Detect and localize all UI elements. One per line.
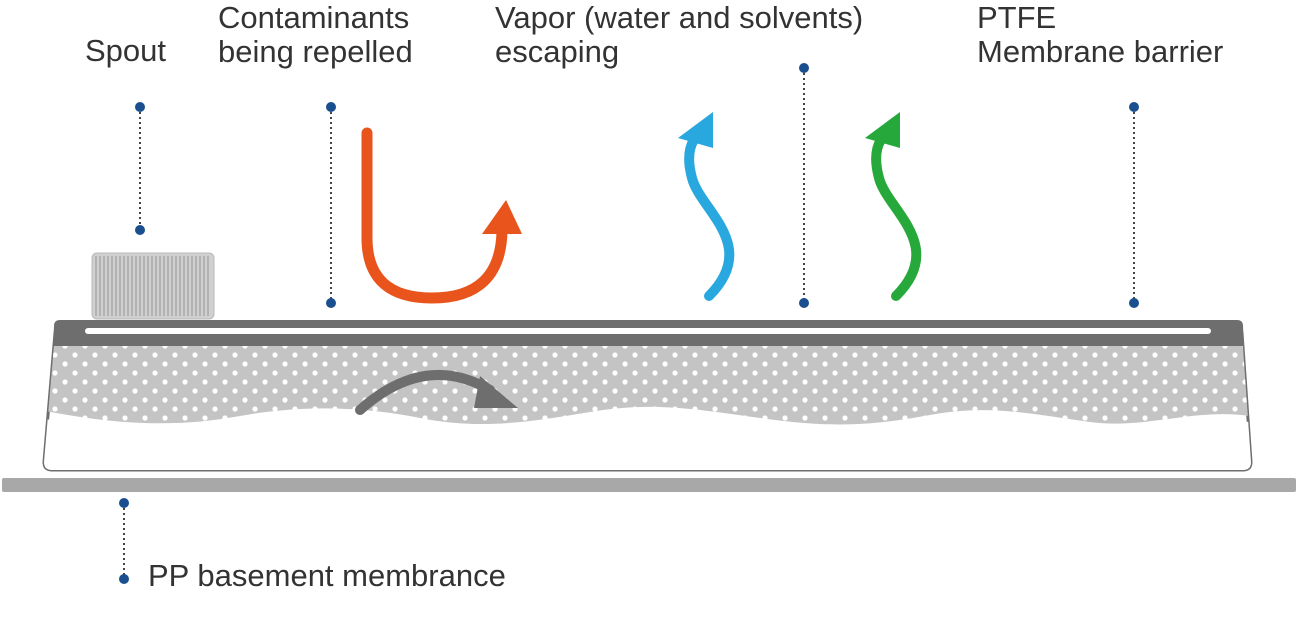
vapor-leader-dot-bottom — [799, 298, 809, 308]
vapor-label: Vapor (water and solvents) escaping — [495, 0, 864, 69]
ptfe-highlight — [85, 328, 1211, 334]
spout-leader-dot-bottom — [135, 225, 145, 235]
orange-u-turn-arrow-icon — [361, 127, 522, 304]
porous-layer — [44, 335, 1251, 425]
spout-leader-dot-top — [135, 102, 145, 112]
vapor-leader-dot-top — [799, 63, 809, 73]
gray-curved-arrow-icon — [355, 369, 518, 415]
glass-base — [44, 412, 1251, 470]
contaminants-leader-dot-top — [326, 102, 336, 112]
ptfe-label: PTFE Membrane barrier — [977, 0, 1224, 69]
base-plate — [2, 478, 1296, 492]
pp-basement-leader-dot-top — [119, 498, 129, 508]
contaminants-label: Contaminants being repelled — [218, 0, 413, 69]
ptfe-leader-dot-top — [1129, 102, 1139, 112]
blue-wavy-up-arrow-icon — [678, 112, 735, 301]
pp-basement-label: PP basement membrance — [148, 558, 506, 593]
pp-basement-leader-dot-bottom — [119, 574, 129, 584]
spout-label: Spout — [85, 33, 167, 68]
contaminants-leader-dot-bottom — [326, 298, 336, 308]
green-wavy-up-arrow-icon — [865, 112, 922, 301]
ptfe-leader-dot-bottom — [1129, 298, 1139, 308]
spout-cap — [91, 252, 215, 320]
